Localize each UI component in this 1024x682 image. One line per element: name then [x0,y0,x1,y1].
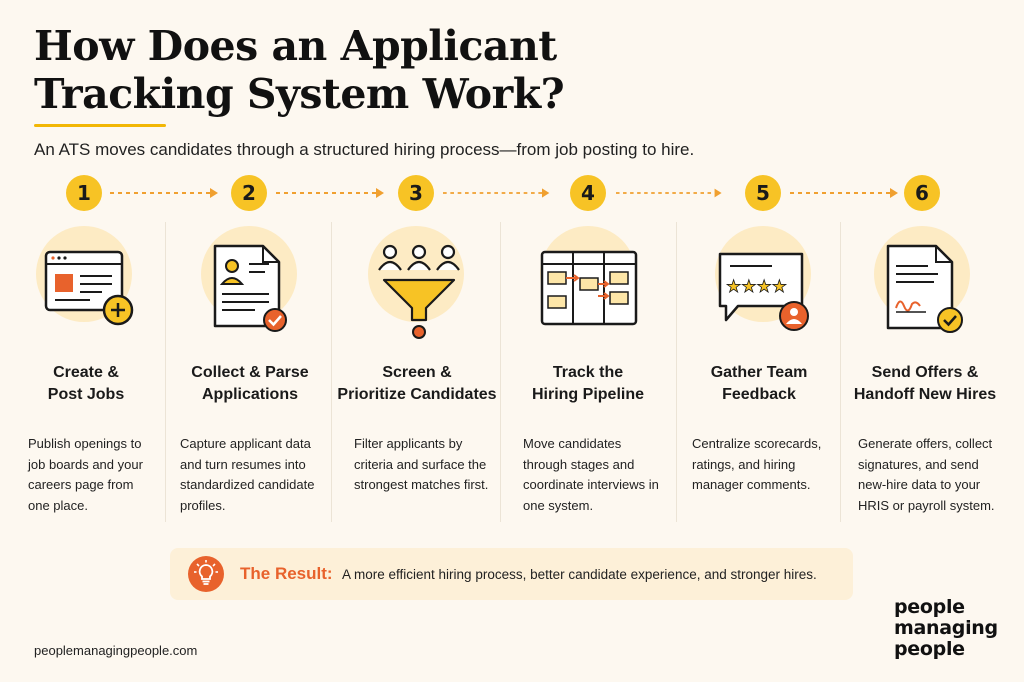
flow-arrow-4-5 [616,188,722,198]
column-divider [165,222,166,522]
column-divider [840,222,841,522]
brand-logo: people managing people [894,597,998,660]
title-underline [34,124,166,127]
step-6-title-line-2: Handoff New Hires [853,386,997,403]
logo-line-1: people [894,596,965,618]
step-3-title: Screen & Prioritize Candidates [334,362,500,406]
result-label: The Result: [240,564,333,583]
step-1-title-line-1: Create & [53,364,119,381]
step-1-title: Create & Post Jobs [24,362,148,406]
flow-arrow-5-6 [790,188,898,198]
step-4-title-line-2: Hiring Pipeline [531,386,644,403]
signed-offer-icon [886,244,963,333]
flow-arrow-2-3 [276,188,384,198]
subtitle: An ATS moves candidates through a struct… [34,140,695,159]
step-5-title-line-1: Gather Team [710,364,808,381]
footer-url[interactable]: peoplemanagingpeople.com [34,643,198,658]
step-3-title-line-2: Prioritize Candidates [337,386,497,403]
step-5-title: Gather Team Feedback [682,362,836,406]
step-1-badge: 1 [66,175,102,211]
step-2-description: Capture applicant data and turn resumes … [180,436,315,513]
logo-line-2: managing [894,617,998,639]
step-4-description: Move candidates through stages and coord… [523,436,659,513]
step-6-title: Send Offers & Handoff New Hires [844,362,1006,406]
job-posting-browser-icon [44,250,134,326]
column-divider [331,222,332,522]
result-banner: The Result: A more efficient hiring proc… [170,548,853,600]
step-4-title: Track the Hiring Pipeline [508,362,668,406]
step-5-description: Centralize scorecards, ratings, and hiri… [692,436,822,492]
resume-document-icon [213,244,287,332]
step-1-title-line-2: Post Jobs [47,386,125,403]
lightbulb-icon [188,556,224,592]
title-line-1: How Does an Applicant [34,22,557,70]
step-2-title-line-1: Collect & Parse [191,364,309,381]
flow-arrow-3-4 [443,188,550,198]
page-title: How Does an Applicant Tracking System Wo… [34,22,565,118]
step-2-title-line-2: Applications [201,386,298,403]
step-4-badge: 4 [570,175,606,211]
result-text: A more efficient hiring process, better … [342,567,817,582]
step-2-badge: 2 [231,175,267,211]
step-3-title-line-1: Screen & [382,364,452,381]
step-6-title-line-1: Send Offers & [871,364,979,381]
rating-feedback-icon: ★★★★ [718,252,809,331]
step-6-badge: 6 [904,175,940,211]
step-4-title-line-1: Track the [552,364,624,381]
step-2-title: Collect & Parse Applications [172,362,328,406]
step-3-description: Filter applicants by criteria and surfac… [354,436,489,492]
step-6-description: Generate offers, collect signatures, and… [858,436,995,513]
kanban-pipeline-icon [540,250,638,326]
column-divider [500,222,501,522]
logo-line-3: people [894,638,965,660]
step-5-badge: 5 [745,175,781,211]
candidate-funnel-icon [378,244,460,339]
step-1-description: Publish openings to job boards and your … [28,436,143,513]
title-line-2: Tracking System Work? [34,70,565,118]
step-3-badge: 3 [398,175,434,211]
step-5-title-line-2: Feedback [722,386,796,403]
column-divider [676,222,677,522]
svg-text:★★★★: ★★★★ [726,277,787,297]
flow-arrow-1-2 [110,188,218,198]
